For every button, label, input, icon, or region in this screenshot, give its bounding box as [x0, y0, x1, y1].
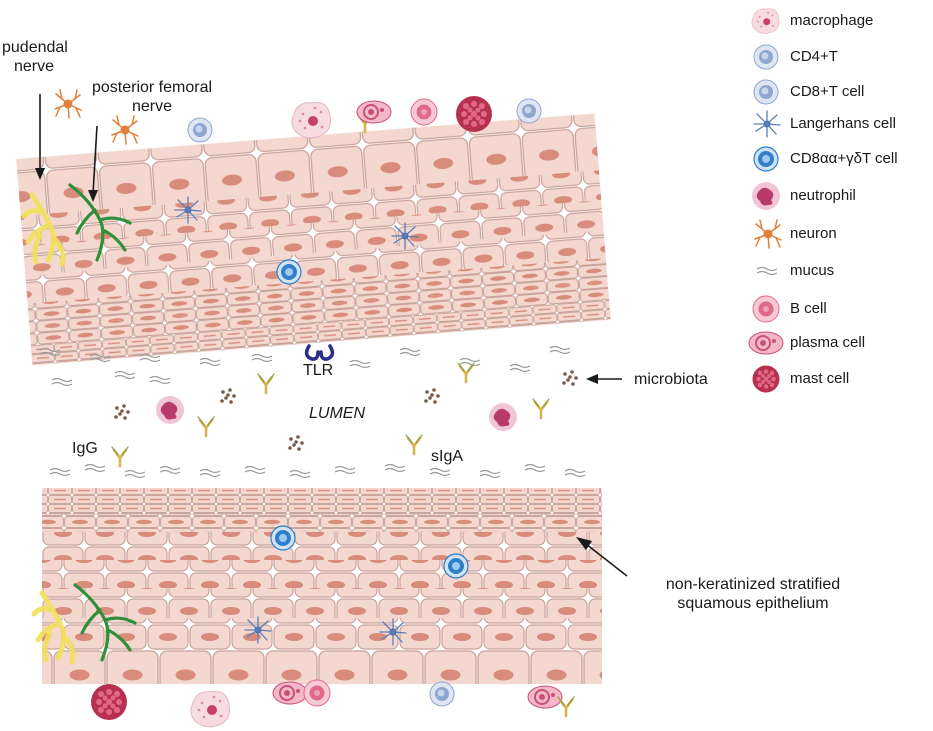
macrophage-top: [291, 102, 332, 139]
siga-lumen-4: [404, 433, 424, 456]
microbiota-label: microbiota: [634, 371, 708, 388]
siga-label: sIgA: [431, 448, 464, 465]
microbiota-cluster-3: [288, 435, 304, 451]
plasma-cell-bottom-2: [527, 685, 563, 709]
neutrophil-lumen-1: [156, 396, 184, 424]
microbiota-cluster-5: [562, 370, 578, 386]
lower-epithelium: [42, 488, 602, 684]
plasma-cell-top: [356, 100, 392, 124]
cd8aa-gd-t-cell-lower-1: [270, 525, 296, 551]
legend-item-langerhans-cell: Langerhans cell: [790, 115, 896, 132]
plasma-cell-bottom: [272, 681, 308, 705]
lumen-label: LUMEN: [309, 405, 366, 422]
neutrophil-lumen-2: [489, 403, 517, 431]
microbiota-cluster-2: [220, 388, 236, 404]
b-cell-top: [410, 98, 438, 126]
igg-lumen: [110, 445, 130, 468]
microbiota-cluster-1: [114, 404, 130, 420]
siga-lumen-3: [456, 361, 476, 384]
tlr-receptor: [304, 344, 335, 361]
cd4-t-cell-top: [187, 117, 213, 143]
cd8-t-cell-top: [516, 98, 542, 124]
siga-lumen-1: [256, 372, 276, 395]
tlr-label: TLR: [303, 362, 334, 379]
siga-lumen-2: [196, 415, 216, 438]
cd8aa-gd-t-cell-lower-2: [443, 553, 469, 579]
legend-item-cd8-t-cell: CD8+T cell: [790, 83, 865, 100]
upper-epithelium: [16, 113, 611, 366]
antibody-bottom: [556, 695, 576, 718]
pudendal-nerve-label: pudendal nerve: [2, 39, 68, 75]
cd8-t-cell-bottom: [429, 681, 455, 707]
neuron-top-2: [111, 115, 139, 145]
legend-item-macrophage: macrophage: [790, 12, 874, 29]
legend-item-mast-cell: mast cell: [790, 370, 850, 387]
macrophage-bottom: [190, 691, 231, 728]
posterior-femoral-nerve-label: posterior femoral nerve: [91, 79, 213, 115]
legend-item-plasma-cell: plasma cell: [790, 334, 866, 351]
mucus-layer-lower: [49, 463, 586, 479]
microbiota-cluster-4: [424, 388, 440, 404]
b-cell-bottom: [303, 679, 331, 707]
legend-item-cd8aa-gd-t-cell: CD8αα+γδT cell: [790, 150, 898, 167]
epithelium-label: non-keratinized stratified squamous epit…: [665, 576, 841, 612]
annotation-arrows: [35, 94, 628, 577]
mast-cell-bottom: [91, 684, 127, 720]
legend-item-neutrophil: neutrophil: [790, 187, 856, 204]
siga-lumen-5: [531, 397, 551, 420]
cd8aa-gd-t-cell-upper: [276, 259, 302, 285]
legend-item-neuron: neuron: [790, 225, 837, 242]
legend-item-mucus: mucus: [790, 262, 835, 279]
legend-item-b-cell: B cell: [790, 300, 827, 317]
igg-label: IgG: [72, 440, 98, 457]
mast-cell-top: [456, 96, 492, 132]
legend-item-cd4-t: CD4+T: [790, 48, 838, 65]
